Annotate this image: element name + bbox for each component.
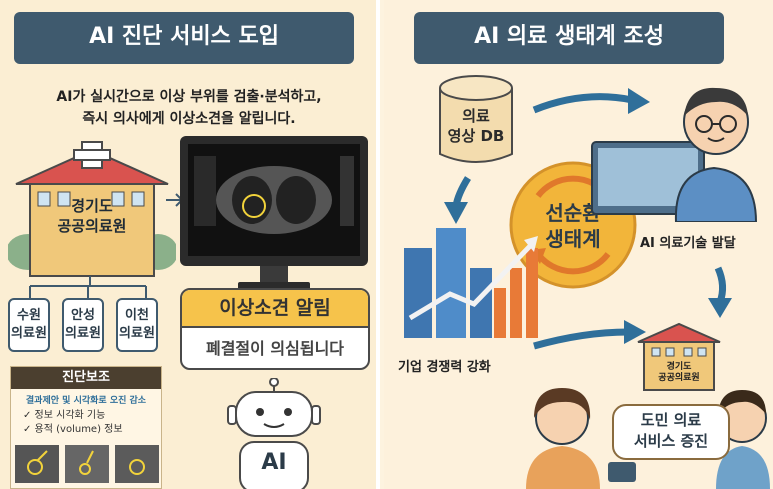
- service-line-2: 서비스 증진: [633, 432, 709, 450]
- developer-illustration: [591, 87, 758, 222]
- small-hospital-line-1: 경기도: [666, 362, 692, 372]
- branch-anseong-line-1: 안성: [71, 308, 95, 323]
- db-label: 의료 영상 DB: [436, 106, 516, 146]
- citizens-illustration: [526, 388, 770, 489]
- branch-icheon: 이천 의료원: [116, 298, 158, 352]
- small-hospital-name: 경기도 공공의료원: [638, 362, 720, 384]
- description: AI가 실시간으로 이상 부위를 검출·분석하고, 즉시 의사에게 이상소견을 …: [8, 86, 370, 130]
- branch-suwon: 수원 의료원: [8, 298, 50, 352]
- hospital-line-1: 경기도: [71, 197, 113, 215]
- db-line-1: 의료: [462, 107, 490, 125]
- branch-suwon-line-2: 의료원: [11, 326, 47, 341]
- db-line-2: 영상 DB: [447, 127, 505, 145]
- description-line-2: 즉시 의사에게 이상소견을 알립니다.: [82, 111, 296, 127]
- robot-label: AI: [261, 450, 287, 475]
- hospital-line-2: 공공의료원: [57, 217, 127, 235]
- left-panel: AI 진단 서비스 도입 AI가 실시간으로 이상 부위를 검출·분석하고, 즉…: [0, 0, 380, 489]
- citizen-service-label: 도민 의료 서비스 증진: [612, 410, 730, 452]
- database-icon: [439, 75, 513, 163]
- branch-anseong: 안성 의료원: [62, 298, 104, 352]
- right-panel: AI 의료 생태계 조성 의료 영상 DB 선순환 생태계: [384, 0, 773, 489]
- alert-title: 이상소견 알림: [182, 290, 368, 328]
- industry-label: 기업 경쟁력 강화: [398, 360, 491, 375]
- hospital-name: 경기도 공공의료원: [30, 196, 154, 236]
- ai-robot-icon: [227, 378, 321, 489]
- branch-suwon-line-1: 수원: [17, 308, 41, 323]
- flow-arrows: [444, 88, 732, 350]
- small-hospital-line-2: 공공의료원: [658, 373, 700, 383]
- small-hospital-icon: [637, 322, 721, 391]
- citizen-service-bubble: [612, 404, 730, 460]
- description-line-1: AI가 실시간으로 이상 부위를 검출·분석하고,: [56, 89, 322, 105]
- branch-icheon-line-1: 이천: [125, 308, 149, 323]
- service-line-1: 도민 의료: [640, 411, 702, 429]
- support-subtitle: 결과제안 및 시각화로 오진 감소: [25, 396, 147, 406]
- branch-icheon-line-2: 의료원: [119, 326, 155, 341]
- support-item: ✓ 정보 시각화 기능: [23, 410, 106, 421]
- ct-monitor-illustration: [180, 136, 368, 290]
- alert-message: 폐결절이 의심됩니다: [205, 339, 345, 358]
- branch-connectors: [29, 276, 147, 298]
- right-title-banner: AI 의료 생태계 조성: [414, 12, 724, 64]
- support-item: ✓ 용적 (volume) 정보: [23, 424, 123, 435]
- cycle-line-2: 생태계: [545, 227, 601, 251]
- left-title-banner: AI 진단 서비스 도입: [14, 12, 354, 64]
- branch-anseong-line-2: 의료원: [65, 326, 101, 341]
- diagnosis-support-card: 진단보조 결과제안 및 시각화로 오진 감소 ✓ 정보 시각화 기능 ✓ 용적 …: [10, 366, 162, 489]
- industry-chart-illustration: [404, 228, 538, 338]
- scan-thumbnails: [15, 445, 159, 483]
- anomaly-alert-box: 이상소견 알림 폐결절이 의심됩니다: [180, 288, 370, 370]
- left-title: AI 진단 서비스 도입: [89, 24, 279, 49]
- support-list: ✓ 정보 시각화 기능 ✓ 용적 (volume) 정보: [23, 409, 161, 437]
- cycle-label: 선순환 생태계: [508, 200, 638, 252]
- hospital-building-illustration: [8, 141, 176, 277]
- right-title: AI 의료 생태계 조성: [474, 24, 664, 49]
- support-title: 진단보조: [11, 367, 161, 389]
- tech-label: AI 의료기술 발달: [640, 236, 736, 251]
